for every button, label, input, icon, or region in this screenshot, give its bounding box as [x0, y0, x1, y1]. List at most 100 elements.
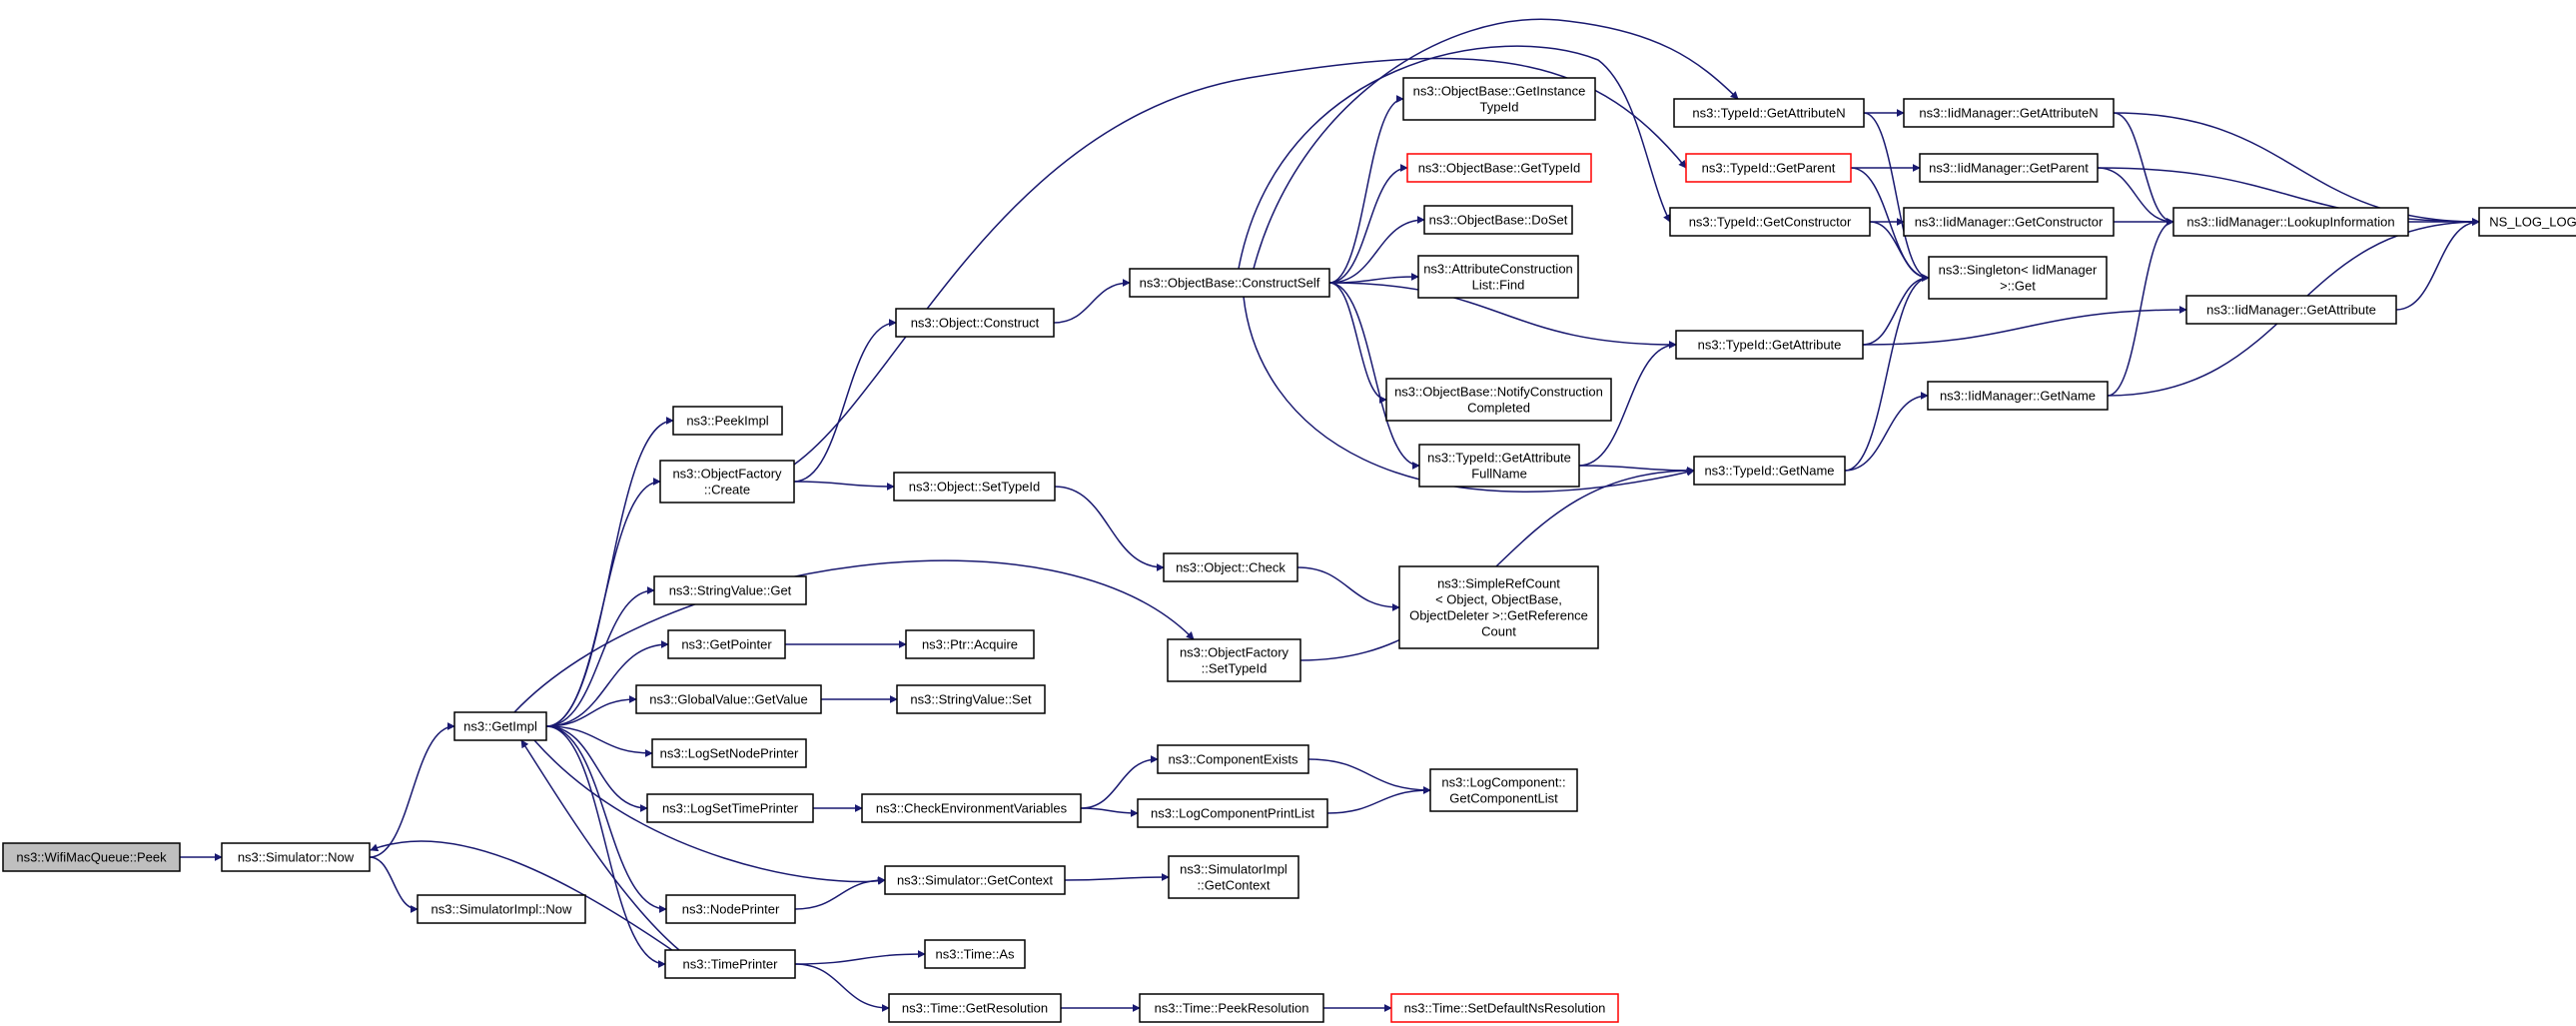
edge-simnow-to-getimpl [369, 722, 455, 858]
node-objcheck[interactable]: ns3::Object::Check [1163, 552, 1298, 582]
node-label: ns3::WifiMacQueue::Peek [16, 850, 167, 865]
node-box [651, 738, 807, 768]
node-label: ns3::Singleton< IidManager [1939, 263, 2098, 278]
node-label: ns3::Ptr::Acquire [922, 637, 1018, 652]
node-getpointer[interactable]: ns3::GetPointer [667, 629, 786, 659]
node-box [2478, 207, 2576, 237]
node-ptracquire[interactable]: ns3::Ptr::Acquire [905, 629, 1035, 659]
node-label: ns3::Time::GetResolution [902, 1001, 1048, 1016]
node-tidgetattrn[interactable]: ns3::TypeId::GetAttributeN [1673, 98, 1865, 128]
node-objconstruct[interactable]: ns3::Object::Construct [895, 308, 1055, 338]
node-label: ns3::LogComponentPrintList [1151, 806, 1314, 821]
edge-constructself-to-tidgetconstr [1238, 45, 1671, 270]
node-box [905, 629, 1035, 659]
edge-simnow-to-simimplnow [369, 856, 419, 913]
node-label: ns3::PeekImpl [686, 414, 768, 429]
node-obgettypeid[interactable]: ns3::ObjectBase::GetTypeId [1406, 153, 1592, 183]
node-box [1693, 456, 1846, 486]
node-box [1928, 256, 2108, 300]
node-iidgetattr[interactable]: ns3::IidManager::GetAttribute [2185, 295, 2397, 325]
node-box [895, 308, 1055, 338]
node-iidgetconstr[interactable]: ns3::IidManager::GetConstructor [1903, 207, 2115, 237]
node-label: ns3::Object::Check [1176, 560, 1286, 575]
edge-getimpl-to-peekimpl [545, 417, 674, 727]
node-simplerefcnt[interactable]: ns3::SimpleRefCount< Object, ObjectBase,… [1398, 565, 1599, 649]
node-iidlookup[interactable]: ns3::IidManager::LookupInformation [2172, 207, 2409, 237]
node-label: ns3::ObjectBase::DoSet [1429, 213, 1568, 228]
node-simgetctx[interactable]: ns3::Simulator::GetContext [884, 865, 1066, 895]
node-label: ns3::SimulatorImpl::Now [431, 902, 572, 917]
node-box [2172, 207, 2409, 237]
node-simimplgetctx[interactable]: ns3::SimulatorImpl::GetContext [1168, 855, 1299, 899]
node-iidgetattrn[interactable]: ns3::IidManager::GetAttributeN [1903, 98, 2115, 128]
node-label: ns3::LogComponent:: [1441, 775, 1565, 790]
node-logsetnode[interactable]: ns3::LogSetNodePrinter [651, 738, 807, 768]
node-label: List::Find [1472, 278, 1525, 293]
node-singleton[interactable]: ns3::Singleton< IidManager>::Get [1928, 256, 2108, 300]
node-nodeprinter[interactable]: ns3::NodePrinter [665, 894, 796, 924]
node-notifyconstr[interactable]: ns3::ObjectBase::NotifyConstructionCompl… [1385, 378, 1612, 422]
node-iidgetparent[interactable]: ns3::IidManager::GetParent [1919, 153, 2099, 183]
node-peek[interactable]: ns3::WifiMacQueue::Peek [2, 842, 181, 872]
node-timepeekres[interactable]: ns3::Time::PeekResolution [1139, 993, 1324, 1023]
node-tidgetattr[interactable]: ns3::TypeId::GetAttribute [1675, 330, 1864, 360]
edge-iidgetattrn-to-iidlookup [2113, 112, 2174, 226]
node-setdefaultns[interactable]: ns3::Time::SetDefaultNsResolution [1390, 993, 1619, 1023]
node-label: ns3::Time::PeekResolution [1155, 1001, 1309, 1016]
node-peekimpl[interactable]: ns3::PeekImpl [672, 406, 783, 436]
node-constructself[interactable]: ns3::ObjectBase::ConstructSelf [1129, 268, 1330, 298]
node-tidgetparent[interactable]: ns3::TypeId::GetParent [1685, 153, 1852, 183]
node-checkenv[interactable]: ns3::CheckEnvironmentVariables [861, 793, 1082, 823]
node-label: ns3::GlobalValue::GetValue [649, 692, 808, 707]
node-timeprinter[interactable]: ns3::TimePrinter [664, 949, 796, 979]
node-label: ns3::Object::Construct [911, 316, 1040, 331]
node-box [1685, 153, 1852, 183]
node-getimpl[interactable]: ns3::GetImpl [453, 711, 547, 741]
node-timeas[interactable]: ns3::Time::As [924, 939, 1026, 969]
node-box [672, 406, 783, 436]
edge-nodeprinter-to-simgetctx [794, 876, 886, 910]
node-gvgetvalue[interactable]: ns3::GlobalValue::GetValue [635, 684, 822, 714]
node-svget[interactable]: ns3::StringValue::Get [653, 575, 807, 605]
edge-objconstruct-to-constructself [1053, 279, 1131, 324]
node-box [888, 993, 1062, 1023]
node-label: TypeId [1479, 100, 1518, 115]
edge-objcheck-to-simplerefcnt [1296, 566, 1400, 611]
node-nslog[interactable]: NS_LOG_LOGIC [2478, 207, 2576, 237]
node-objsettypeid[interactable]: ns3::Object::SetTypeId [893, 472, 1056, 502]
node-getcomplist[interactable]: ns3::LogComponent::GetComponentList [1429, 768, 1578, 812]
node-compexists[interactable]: ns3::ComponentExists [1157, 744, 1309, 774]
node-label: ns3::GetPointer [681, 637, 772, 652]
node-ofsettypeid[interactable]: ns3::ObjectFactory::SetTypeId [1167, 638, 1301, 682]
edge-tidgetattrn-to-singleton [1863, 112, 1930, 282]
edge-constructself-to-notifyconstr [1328, 282, 1387, 404]
node-dosetob[interactable]: ns3::ObjectBase::DoSet [1423, 205, 1573, 235]
node-label: ns3::TimePrinter [683, 957, 779, 972]
node-timegetres[interactable]: ns3::Time::GetResolution [888, 993, 1062, 1023]
node-iidgetname[interactable]: ns3::IidManager::GetName [1927, 381, 2109, 411]
node-label: < Object, ObjectBase, [1435, 592, 1562, 607]
edge-ofcreate-to-objsettypeid [793, 481, 895, 491]
node-logcompprint[interactable]: ns3::LogComponentPrintList [1137, 798, 1328, 828]
node-box [664, 949, 796, 979]
node-simnow[interactable]: ns3::Simulator::Now [221, 842, 371, 872]
node-box [667, 629, 786, 659]
edge-ofcreate-to-objconstruct [793, 319, 897, 483]
node-box [1903, 207, 2115, 237]
edge-logcompprint-to-getcomplist [1326, 786, 1431, 814]
node-box [1390, 993, 1619, 1023]
node-label: ns3::IidManager::GetAttributeN [1919, 106, 2098, 121]
node-box [2185, 295, 2397, 325]
node-tidgetname[interactable]: ns3::TypeId::GetName [1693, 456, 1846, 486]
node-tidgetconstr[interactable]: ns3::TypeId::GetConstructor [1669, 207, 1871, 237]
node-box [1168, 855, 1299, 899]
node-logsettime[interactable]: ns3::LogSetTimePrinter [646, 793, 814, 823]
node-svset[interactable]: ns3::StringValue::Set [896, 684, 1046, 714]
node-label: ns3::TypeId::GetAttributeN [1692, 106, 1845, 121]
node-simimplnow[interactable]: ns3::SimulatorImpl::Now [417, 894, 586, 924]
node-ofcreate[interactable]: ns3::ObjectFactory::Create [659, 460, 795, 504]
node-box [1129, 268, 1330, 298]
